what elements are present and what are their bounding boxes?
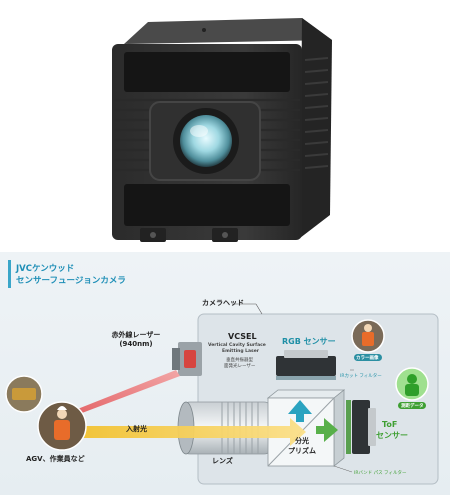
camera-head-label: カメラヘッド [202, 299, 244, 307]
ir-laser-label: 赤外線レーザー [111, 331, 161, 339]
incident-light-label: 入射光 [126, 425, 147, 433]
tof-sensor-chip [346, 400, 376, 454]
title-accent-bar [8, 260, 11, 288]
tof-thumbnail [395, 367, 429, 401]
tof-label-line2: センサー [376, 431, 408, 440]
rgb-sensor-chip [276, 350, 336, 380]
ir-cut-filter-label: IRカット フィルター [340, 374, 382, 379]
rgb-thumbnail [351, 319, 385, 353]
vcsel-desc-jp1: 垂直共振器型 [226, 358, 253, 363]
diagram-title-line1: JVCケンウッド [16, 264, 75, 274]
rgb-up-arrow [288, 400, 312, 422]
subject-worker-illustration [37, 401, 87, 451]
laser-arrow [54, 370, 180, 428]
camera-product-photo [112, 18, 332, 242]
vcsel-desc-en1: Vertical Cavity Surface [208, 343, 266, 348]
prism-label-line2: プリズム [288, 447, 316, 455]
rgb-badge: カラー画像 [356, 356, 379, 361]
tof-right-arrow [316, 418, 338, 442]
ir-bandpass-filter-label: IRバンド パス フィルター [354, 471, 407, 476]
subject-agv-illustration [5, 375, 43, 413]
diagram-title-line2: センサーフュージョンカメラ [16, 276, 126, 286]
vcsel-desc-jp2: 面発光レーザー [224, 364, 256, 369]
diagram-graphics [5, 303, 439, 485]
prism-label-line1: 分光 [295, 437, 309, 445]
tof-badge: 測距データ [401, 404, 424, 409]
vcsel-desc-en2: Emitting Laser [222, 349, 259, 354]
rgb-sensor-label: RGB センサー [282, 337, 336, 346]
tof-label-line1: ToF [382, 420, 398, 429]
ir-laser-wavelength: (940nm) [119, 340, 153, 348]
vcsel-module [172, 342, 202, 376]
sensor-fusion-diagram: JVCケンウッド センサーフュージョンカメラ [0, 252, 450, 495]
vcsel-name: VCSEL [228, 332, 257, 341]
incident-light-arrow [76, 418, 306, 446]
lens-label: レンズ [212, 457, 233, 465]
subject-label: AGV、作業員など [26, 455, 85, 463]
